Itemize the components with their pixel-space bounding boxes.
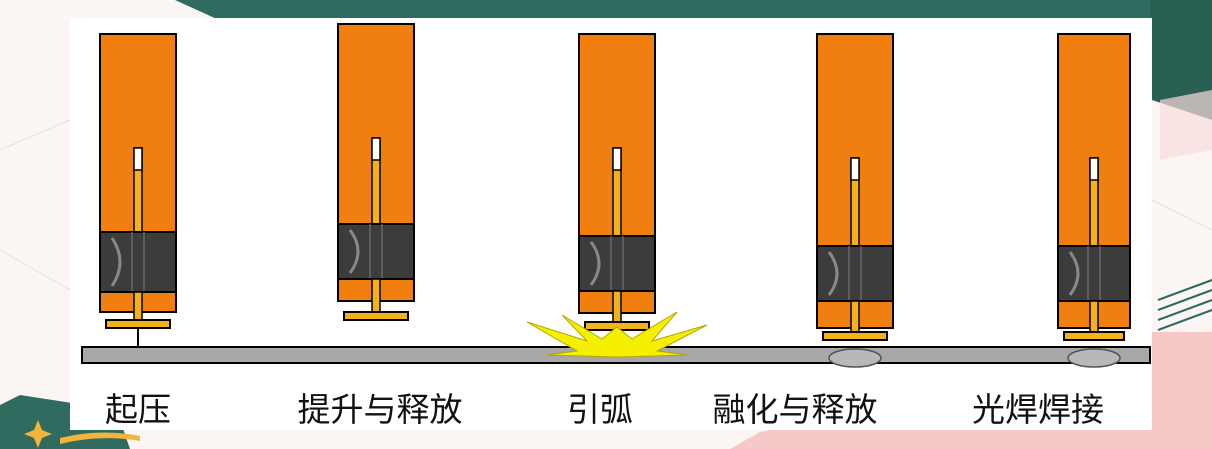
position-indicator [371,137,381,161]
welding-gun-stage-4 [1057,33,1131,368]
ferrule-ring [1063,331,1125,341]
position-indicator [612,147,622,171]
chuck [816,245,894,302]
stage-label-0: 起压 [105,390,171,429]
welding-gun-stage-1 [337,23,415,321]
position-indicator [850,157,860,181]
ferrule-ring [822,331,888,341]
right-pink-dots [1160,90,1212,160]
chuck-jaw [348,229,360,274]
chuck-jaw [1068,251,1080,296]
welding-gun-stage-3 [816,33,894,368]
bottom-left-gold-star [24,420,52,448]
ferrule-ring [105,319,171,329]
stage-label-3: 融化与释放 [712,390,878,429]
stud-welding-sequence-diagram [81,23,1151,368]
chuck-jaw [589,241,601,286]
stage-label-2: 引弧 [567,390,633,429]
arc-sparks [526,311,708,358]
stage-label-4: 光焊焊接 [972,390,1104,429]
weld-pool [828,348,882,368]
position-indicator [1089,157,1099,181]
position-indicator [133,147,143,171]
top-right-green-wedge [1150,0,1212,120]
right-stripes [1157,279,1212,331]
diagram-panel: 起压 提升与释放 引弧 融化与释放 光焊焊接 [70,18,1152,430]
chuck-jaw [827,251,839,296]
welding-gun-stage-2 [526,33,708,358]
chuck [1057,245,1131,302]
chuck [578,235,656,292]
chuck [99,231,177,293]
bottom-left-gold-swoosh [60,432,140,444]
background-thin-lines [0,119,1212,291]
welding-gun-stage-0 [99,33,177,347]
ferrule-ring [343,311,409,321]
chuck-jaw [110,237,122,287]
chuck [337,223,415,280]
stage-label-1: 提升与释放 [297,390,463,429]
weld-pool [1067,348,1121,368]
